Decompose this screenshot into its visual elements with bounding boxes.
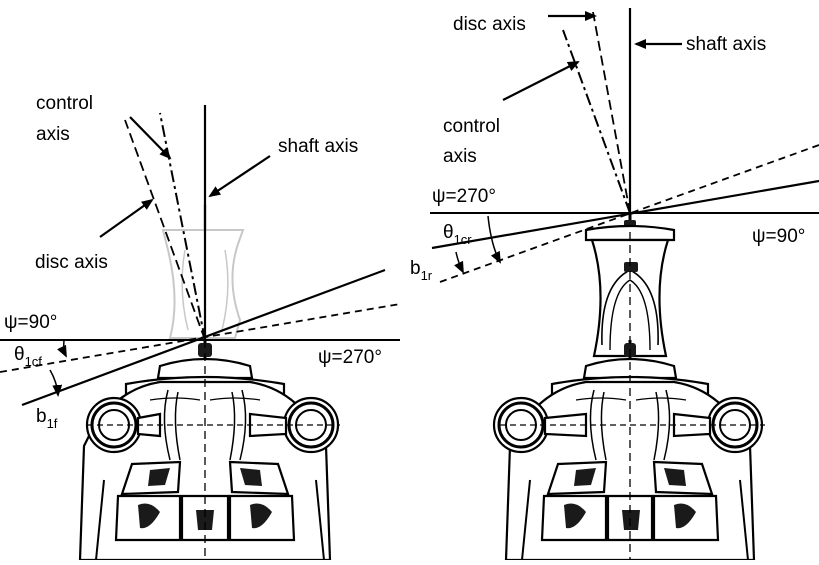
left-shaft-axis-label: shaft axis: [278, 136, 358, 157]
right-b-label: b1r: [410, 258, 433, 283]
right-control-axis-pointer: [502, 61, 580, 101]
left-b-arc: [49, 369, 63, 397]
left-control-plane: [0, 303, 401, 373]
left-control-axis-label-1: control: [36, 93, 93, 114]
left-shaft-axis-pointer: [208, 155, 271, 198]
left-control-axis-label-2: axis: [36, 124, 70, 145]
left-control-axis-line: [124, 119, 206, 341]
right-disc-axis-line: [562, 29, 631, 214]
left-psi-90-label: ψ=90°: [4, 312, 57, 333]
right-control-axis-label-1: control: [443, 116, 500, 137]
left-ghost-tail: [161, 205, 245, 339]
right-shaft-axis-label: shaft axis: [686, 34, 766, 55]
left-psi-270-label: ψ=270°: [318, 347, 382, 368]
left-b-label: b1f: [36, 406, 58, 431]
left-disc-axis-pointer: [99, 198, 154, 238]
left-disc-axis-label: disc axis: [35, 252, 108, 273]
right-theta-label: θ1cr: [443, 222, 472, 247]
left-helicopter-body: [78, 340, 340, 562]
left-control-axis-pointer: [129, 116, 172, 160]
right-panel: disc axis shaft axis control axis ψ=270°…: [410, 8, 819, 562]
right-b-arc: [454, 251, 464, 274]
left-theta-label: θ1cf: [14, 344, 42, 369]
right-psi-90-label: ψ=90°: [752, 226, 805, 247]
right-control-axis-line: [592, 11, 631, 214]
right-control-axis-label-2: axis: [443, 146, 477, 167]
right-disc-axis-label: disc axis: [453, 14, 526, 35]
left-disc-axis-line: [159, 112, 206, 341]
right-psi-270-label: ψ=270°: [432, 186, 496, 207]
right-theta-arc: [487, 215, 501, 264]
right-helicopter-body: [492, 357, 764, 562]
left-theta-arc: [57, 339, 67, 358]
left-panel: control axis shaft axis disc axis ψ=90° …: [0, 93, 401, 562]
